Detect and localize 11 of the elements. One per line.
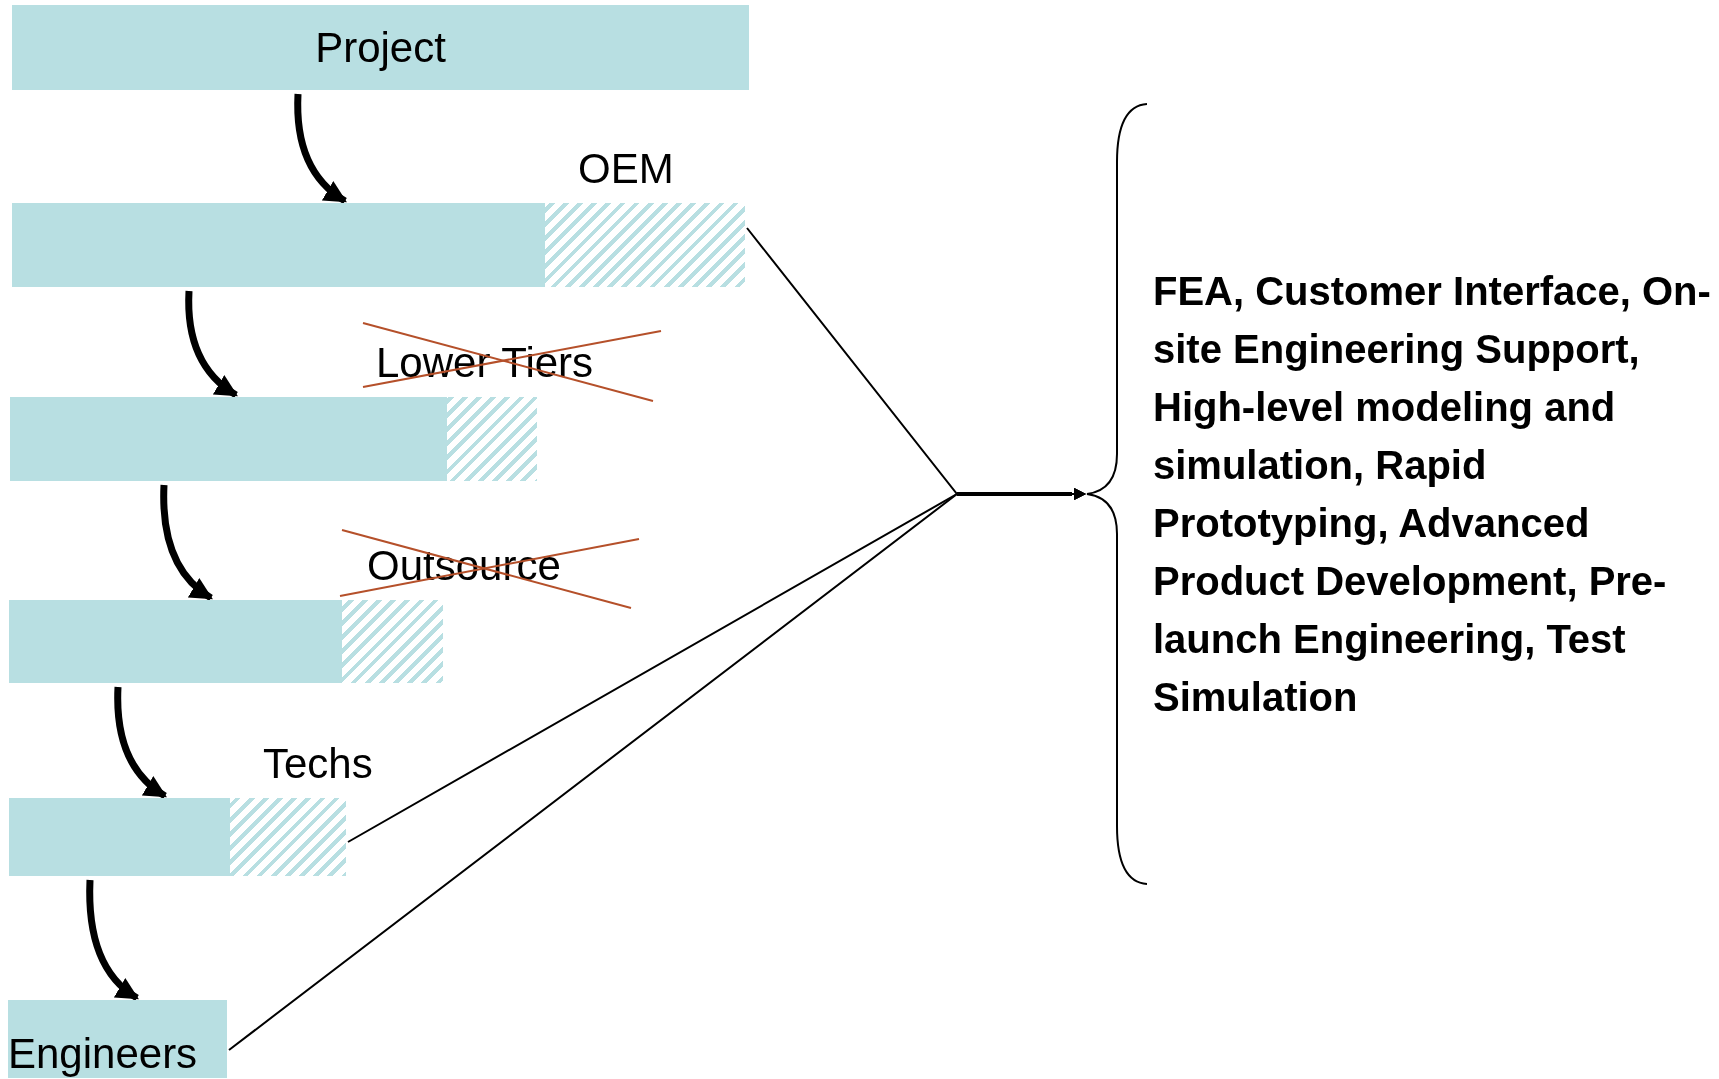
capability-list: FEA, Customer Interface, On-site Engineering Support, High-level modeling and simulation, Rapid Prototyping, Advanced Product Development, Pre-launch Engineering, Test Simulation (1153, 102, 1713, 886)
curved-arrow (185, 290, 238, 398)
curved-arrow (294, 93, 347, 204)
bar: Project (12, 5, 749, 90)
curved-arrow (114, 686, 167, 799)
curved-arrow (160, 484, 213, 601)
bar-label: OEM (578, 145, 674, 193)
curved-arrow (86, 879, 139, 1001)
bar-label: Techs (263, 740, 373, 788)
connector-arrow (228, 488, 1087, 1051)
bar: Engineers (8, 1000, 227, 1078)
